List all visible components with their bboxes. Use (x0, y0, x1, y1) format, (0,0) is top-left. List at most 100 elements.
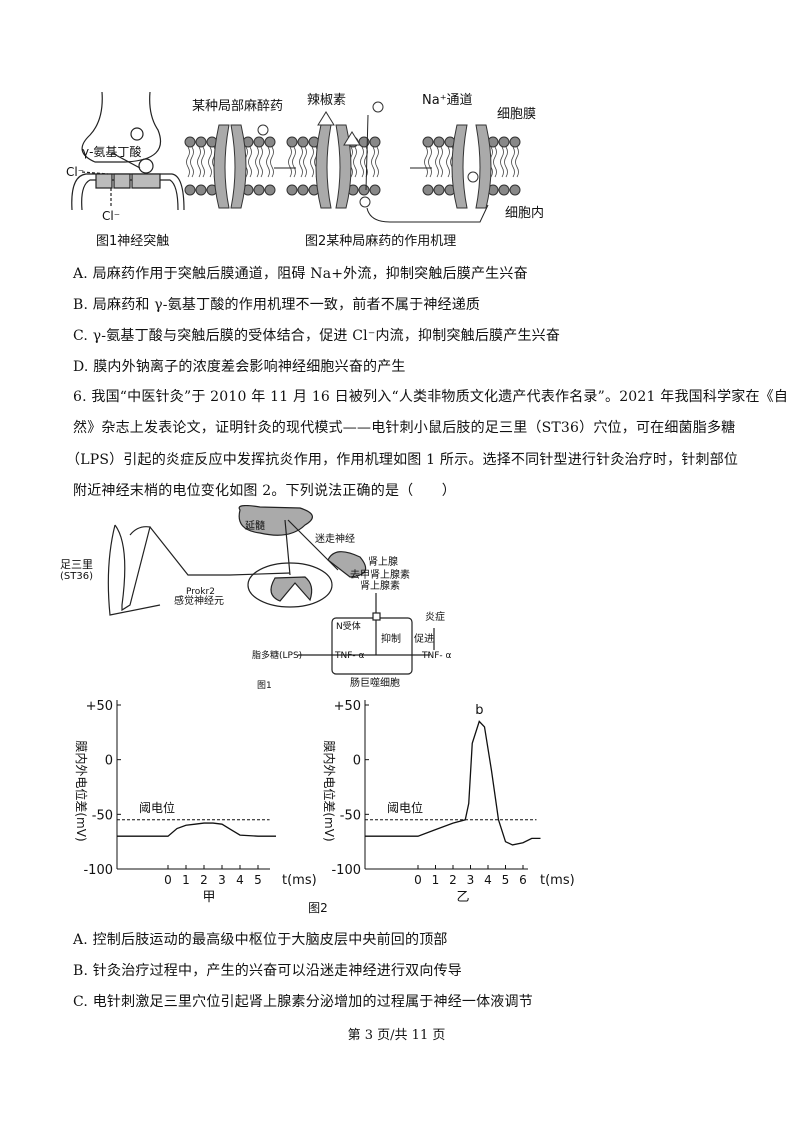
phospholipid-head (369, 136, 381, 148)
x-tick-label: 1 (432, 873, 440, 887)
x-tick-label: 4 (236, 873, 244, 887)
phospholipid-tail (435, 146, 443, 178)
q5-option-a: A. 局麻药作用于突触后膜通道，阻碍 Na+外流，抑制突触后膜产生兴奋 (73, 266, 528, 282)
phospholipid-tail (186, 146, 194, 178)
x-tick-label: 5 (254, 873, 262, 887)
cl-bottom-label: Cl⁻ (102, 209, 120, 223)
gaba-label: γ-氨基丁酸 (82, 144, 141, 159)
arrow (274, 114, 489, 223)
q6-stem-line-2: 然》杂志上发表论文，证明针灸的现代模式——电针刺小鼠后肢的足三里（ST36）穴位… (73, 420, 736, 436)
fig2-caption: 图2某种局麻药的作用机理 (305, 233, 456, 249)
x-tick-label: 0 (164, 873, 172, 887)
q5-option-c: C. γ-氨基丁酸与突触后膜的受体结合，促进 Cl⁻内流，抑制突触后膜产生兴奋 (73, 328, 561, 344)
page-footer: 第 3 页/共 11 页 (347, 1028, 446, 1043)
x-tick-label: 2 (200, 873, 208, 887)
phospholipid-tail (255, 146, 263, 178)
phospholipid-head (286, 184, 298, 196)
x-tick-label: 5 (502, 873, 510, 887)
phospholipid-tail (266, 146, 274, 178)
x-tick-label: 3 (467, 873, 475, 887)
phospholipid-tail (511, 146, 519, 178)
fig1-caption: 图1神经突触 (96, 233, 169, 249)
phospholipid-head (433, 136, 445, 148)
inside-label: 细胞内 (505, 205, 544, 221)
chart-caption: 乙 (456, 890, 469, 905)
y-tick-label: -50 (92, 808, 113, 823)
adrenaline-label: 肾上腺素 (360, 579, 400, 592)
anesthetic-molecule (257, 124, 269, 136)
x-tick-label: 1 (182, 873, 190, 887)
q6-stem-line-3: （LPS）引起的炎症反应中发挥抗炎作用，作用机理如图 1 所示。选择不同针型进行… (66, 452, 739, 468)
x-tick-label: 3 (218, 873, 226, 887)
prokr2-label: Prokr2 (186, 587, 215, 597)
noradrenaline-label: 去甲肾上腺素 (350, 568, 410, 581)
q6-stem-line-1: 6. 我国“中医针灸”于 2010 年 11 月 16 日被列入“人类非物质文化… (73, 389, 789, 405)
phospholipid-head (358, 136, 370, 148)
na-channel-label: Na⁺通道 (422, 93, 473, 108)
phospholipid-head (369, 184, 381, 196)
channel-protein (213, 124, 230, 209)
medulla-label: 延髓 (245, 519, 265, 532)
phospholipid-head (264, 136, 276, 148)
fig2-caption: 图2 (308, 901, 328, 915)
inflammation-label: 炎症 (425, 610, 445, 623)
channel-protein (451, 124, 468, 209)
membrane-diagram (184, 101, 521, 223)
lps-label: 脂多糖(LPS) (252, 649, 302, 661)
phospholipid-tail (299, 146, 307, 178)
phospholipid-head (433, 184, 445, 196)
q6-option-a: A. 控制后肢运动的最高级中枢位于大脑皮层中央前回的顶部 (73, 932, 448, 948)
capsaicin-label: 辣椒素 (307, 93, 346, 108)
capsaicin-triangle (317, 111, 335, 126)
threshold-label: 阈电位 (139, 800, 175, 815)
anesthetic-label: 某种局部麻醉药 (192, 98, 283, 114)
q6-stem-line-4: 附近神经末梢的电位变化如图 2。下列说法正确的是（ ） (73, 483, 456, 499)
vagus-label: 迷走神经 (315, 532, 355, 545)
synapse-diagram (71, 91, 185, 211)
y-axis-label: 膜内外电位差(mV) (74, 740, 89, 841)
phospholipid-head (297, 184, 309, 196)
phospholipid-head (509, 184, 521, 196)
q5-option-d: D. 膜内外钠离子的浓度差会影响神经细胞兴奋的产生 (73, 359, 406, 375)
phospholipid-head (195, 184, 207, 196)
mechanism-figure: 足三里 (ST36) Prokr2 感觉神经元 延髓 迷走神经 肾上腺 去甲肾上… (60, 505, 452, 691)
st36-label: (ST36) (60, 571, 93, 582)
x-axis-label: t(ms) (540, 873, 575, 888)
anesthetic-molecule (372, 101, 384, 113)
fig1-caption: 图1 (257, 680, 272, 691)
y-tick-label: -100 (331, 863, 361, 878)
phospholipid-head (184, 184, 196, 196)
promote-label: 促进 (414, 632, 434, 645)
phospholipid-tail (288, 146, 296, 178)
potential-curve (365, 720, 541, 846)
y-tick-label: +50 (334, 699, 361, 714)
y-tick-label: 0 (353, 754, 361, 769)
cl-top-label: Cl⁻ (66, 165, 84, 179)
adrenal-label: 肾上腺 (368, 555, 398, 568)
phospholipid-head (422, 136, 434, 148)
q6-option-b: B. 针灸治疗过程中，产生的兴奋可以沿迷走神经进行双向传导 (73, 963, 462, 979)
tnf-inside-label: TNF- α (334, 651, 365, 661)
phospholipid-head (286, 136, 298, 148)
y-tick-label: 0 (105, 754, 113, 769)
y-tick-label: -100 (83, 863, 113, 878)
q6-option-c: C. 电针刺激足三里穴位引起肾上腺素分泌增加的过程属于神经一体液调节 (73, 994, 533, 1010)
channel-protein (315, 124, 332, 209)
phospholipid-tail (424, 146, 432, 178)
phospholipid-head (498, 136, 510, 148)
n-receptor-label: N受体 (336, 620, 361, 632)
potential-curve (117, 822, 276, 837)
membrane-label: 细胞膜 (497, 107, 536, 122)
anesthetic-molecule (359, 196, 371, 208)
phospholipid-head (422, 184, 434, 196)
phospholipid-tail (371, 146, 379, 178)
phospholipid-head (253, 136, 265, 148)
x-tick-label: 6 (519, 873, 527, 887)
top-figures: γ-氨基丁酸 Cl⁻ Cl⁻ 图1神经突触 某种局部麻醉药 辣椒素 Na⁺通道 … (66, 91, 544, 249)
y-axis-label: 膜内外电位差(mV) (322, 740, 337, 841)
x-tick-label: 4 (484, 873, 492, 887)
threshold-label: 阈电位 (387, 800, 423, 815)
